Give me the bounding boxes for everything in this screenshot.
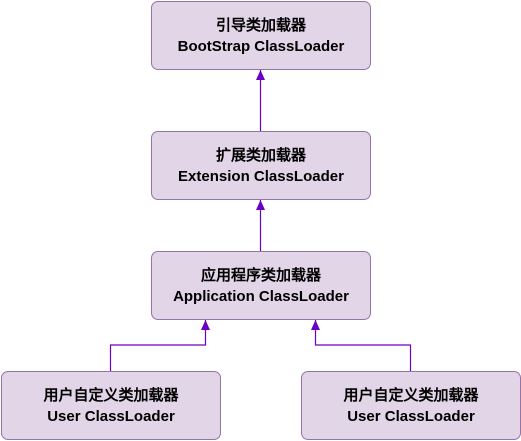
bootstrap-subtitle: BootStrap ClassLoader	[177, 37, 345, 55]
extension-title: 扩展类加载器	[215, 146, 306, 164]
user-left-subtitle: User ClassLoader	[47, 407, 175, 425]
arrowhead-application-left	[201, 320, 210, 330]
application-subtitle: Application ClassLoader	[173, 287, 349, 305]
user-right-title: 用户自定义类加载器	[343, 386, 479, 404]
user-left-title: 用户自定义类加载器	[43, 386, 179, 404]
arrow-user-right-to-application	[314, 320, 412, 371]
application-title: 应用程序类加载器	[200, 266, 321, 284]
arrowhead-application-right	[311, 320, 320, 330]
arrowhead-extension	[256, 200, 265, 210]
application-classloader-node: 应用程序类加载器 Application ClassLoader	[151, 251, 371, 320]
user-classloader-node-right: 用户自定义类加载器 User ClassLoader	[301, 371, 521, 440]
arrowhead-bootstrap	[256, 70, 265, 80]
user-classloader-node-left: 用户自定义类加载器 User ClassLoader	[1, 371, 221, 440]
extension-classloader-node: 扩展类加载器 Extension ClassLoader	[151, 131, 371, 200]
arrow-user-left-to-application	[109, 320, 207, 371]
user-right-subtitle: User ClassLoader	[347, 407, 475, 425]
bootstrap-classloader-node: 引导类加载器 BootStrap ClassLoader	[151, 1, 371, 70]
bootstrap-title: 引导类加载器	[215, 16, 306, 34]
extension-subtitle: Extension ClassLoader	[178, 167, 344, 185]
